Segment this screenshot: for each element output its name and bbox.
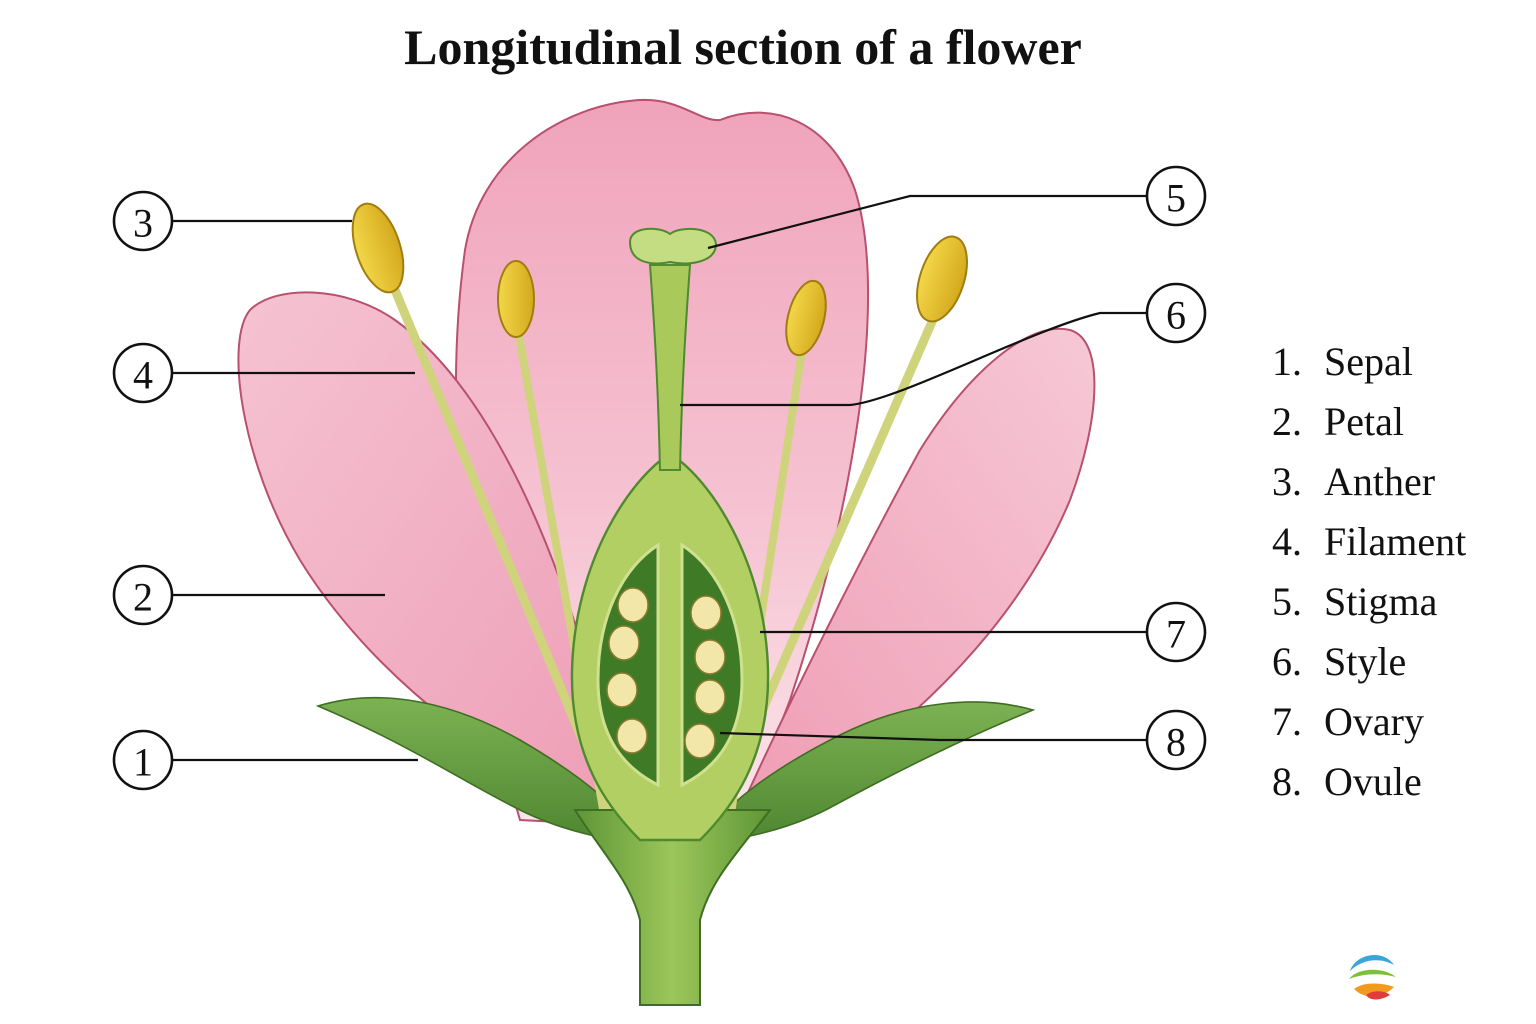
anther bbox=[785, 279, 827, 357]
anther bbox=[351, 202, 405, 294]
ovule bbox=[694, 639, 726, 675]
anther bbox=[497, 260, 535, 338]
ovule bbox=[684, 723, 716, 759]
petal-right bbox=[738, 327, 1096, 812]
callout-3: 3 bbox=[112, 190, 174, 252]
legend-item-name: Stigma bbox=[1324, 579, 1438, 624]
legend-item-num: 8. bbox=[1272, 759, 1302, 804]
leader-lines bbox=[172, 194, 1146, 762]
stigma bbox=[628, 227, 718, 265]
legend-item-name: Petal bbox=[1324, 399, 1404, 444]
ovule bbox=[608, 625, 640, 661]
callout-6: 6 bbox=[1145, 282, 1207, 344]
legend-item-num: 1. bbox=[1272, 339, 1302, 384]
legend-item-num: 2. bbox=[1272, 399, 1302, 444]
svg-text:7: 7 bbox=[1166, 612, 1186, 657]
leader-line-8 bbox=[719, 731, 1146, 742]
leader-line-6 bbox=[680, 311, 1146, 407]
style bbox=[648, 264, 692, 471]
ovule bbox=[616, 718, 648, 754]
svg-text:2: 2 bbox=[133, 575, 153, 620]
ovule bbox=[694, 679, 726, 715]
ovule bbox=[690, 595, 722, 631]
logo-icon bbox=[1348, 951, 1396, 1000]
legend-item-num: 7. bbox=[1272, 699, 1302, 744]
callout-1: 1 bbox=[112, 729, 174, 791]
legend: 1. Sepal 2. Petal 3. Anther 4. Filament … bbox=[1272, 339, 1466, 804]
anther bbox=[916, 235, 968, 323]
legend-item-num: 6. bbox=[1272, 639, 1302, 684]
svg-text:6: 6 bbox=[1166, 293, 1186, 338]
ovule bbox=[606, 672, 638, 708]
ovule bbox=[617, 587, 649, 623]
legend-item-name: Ovary bbox=[1324, 699, 1424, 744]
svg-text:8: 8 bbox=[1166, 720, 1186, 765]
legend-item-name: Sepal bbox=[1324, 339, 1413, 384]
svg-text:3: 3 bbox=[133, 201, 153, 246]
legend-item-num: 3. bbox=[1272, 459, 1302, 504]
callout-2: 2 bbox=[112, 564, 174, 626]
legend-item-num: 5. bbox=[1272, 579, 1302, 624]
legend-item-name: Style bbox=[1324, 639, 1406, 684]
svg-text:5: 5 bbox=[1166, 176, 1186, 221]
legend-item-name: Ovule bbox=[1324, 759, 1422, 804]
page-title: Longitudinal section of a flower bbox=[404, 19, 1082, 75]
stem bbox=[573, 809, 773, 1006]
svg-text:1: 1 bbox=[133, 740, 153, 785]
ovules bbox=[606, 587, 726, 759]
callouts: 3 4 2 1 5 6 7 8 bbox=[112, 165, 1207, 791]
callout-5: 5 bbox=[1145, 165, 1207, 227]
callout-7: 7 bbox=[1145, 601, 1207, 663]
legend-item-name: Filament bbox=[1324, 519, 1466, 564]
callout-4: 4 bbox=[112, 342, 174, 404]
legend-item-name: Anther bbox=[1324, 459, 1435, 504]
svg-text:4: 4 bbox=[133, 353, 153, 398]
legend-item-num: 4. bbox=[1272, 519, 1302, 564]
leader-line-5 bbox=[707, 194, 1146, 250]
callout-8: 8 bbox=[1145, 709, 1207, 771]
